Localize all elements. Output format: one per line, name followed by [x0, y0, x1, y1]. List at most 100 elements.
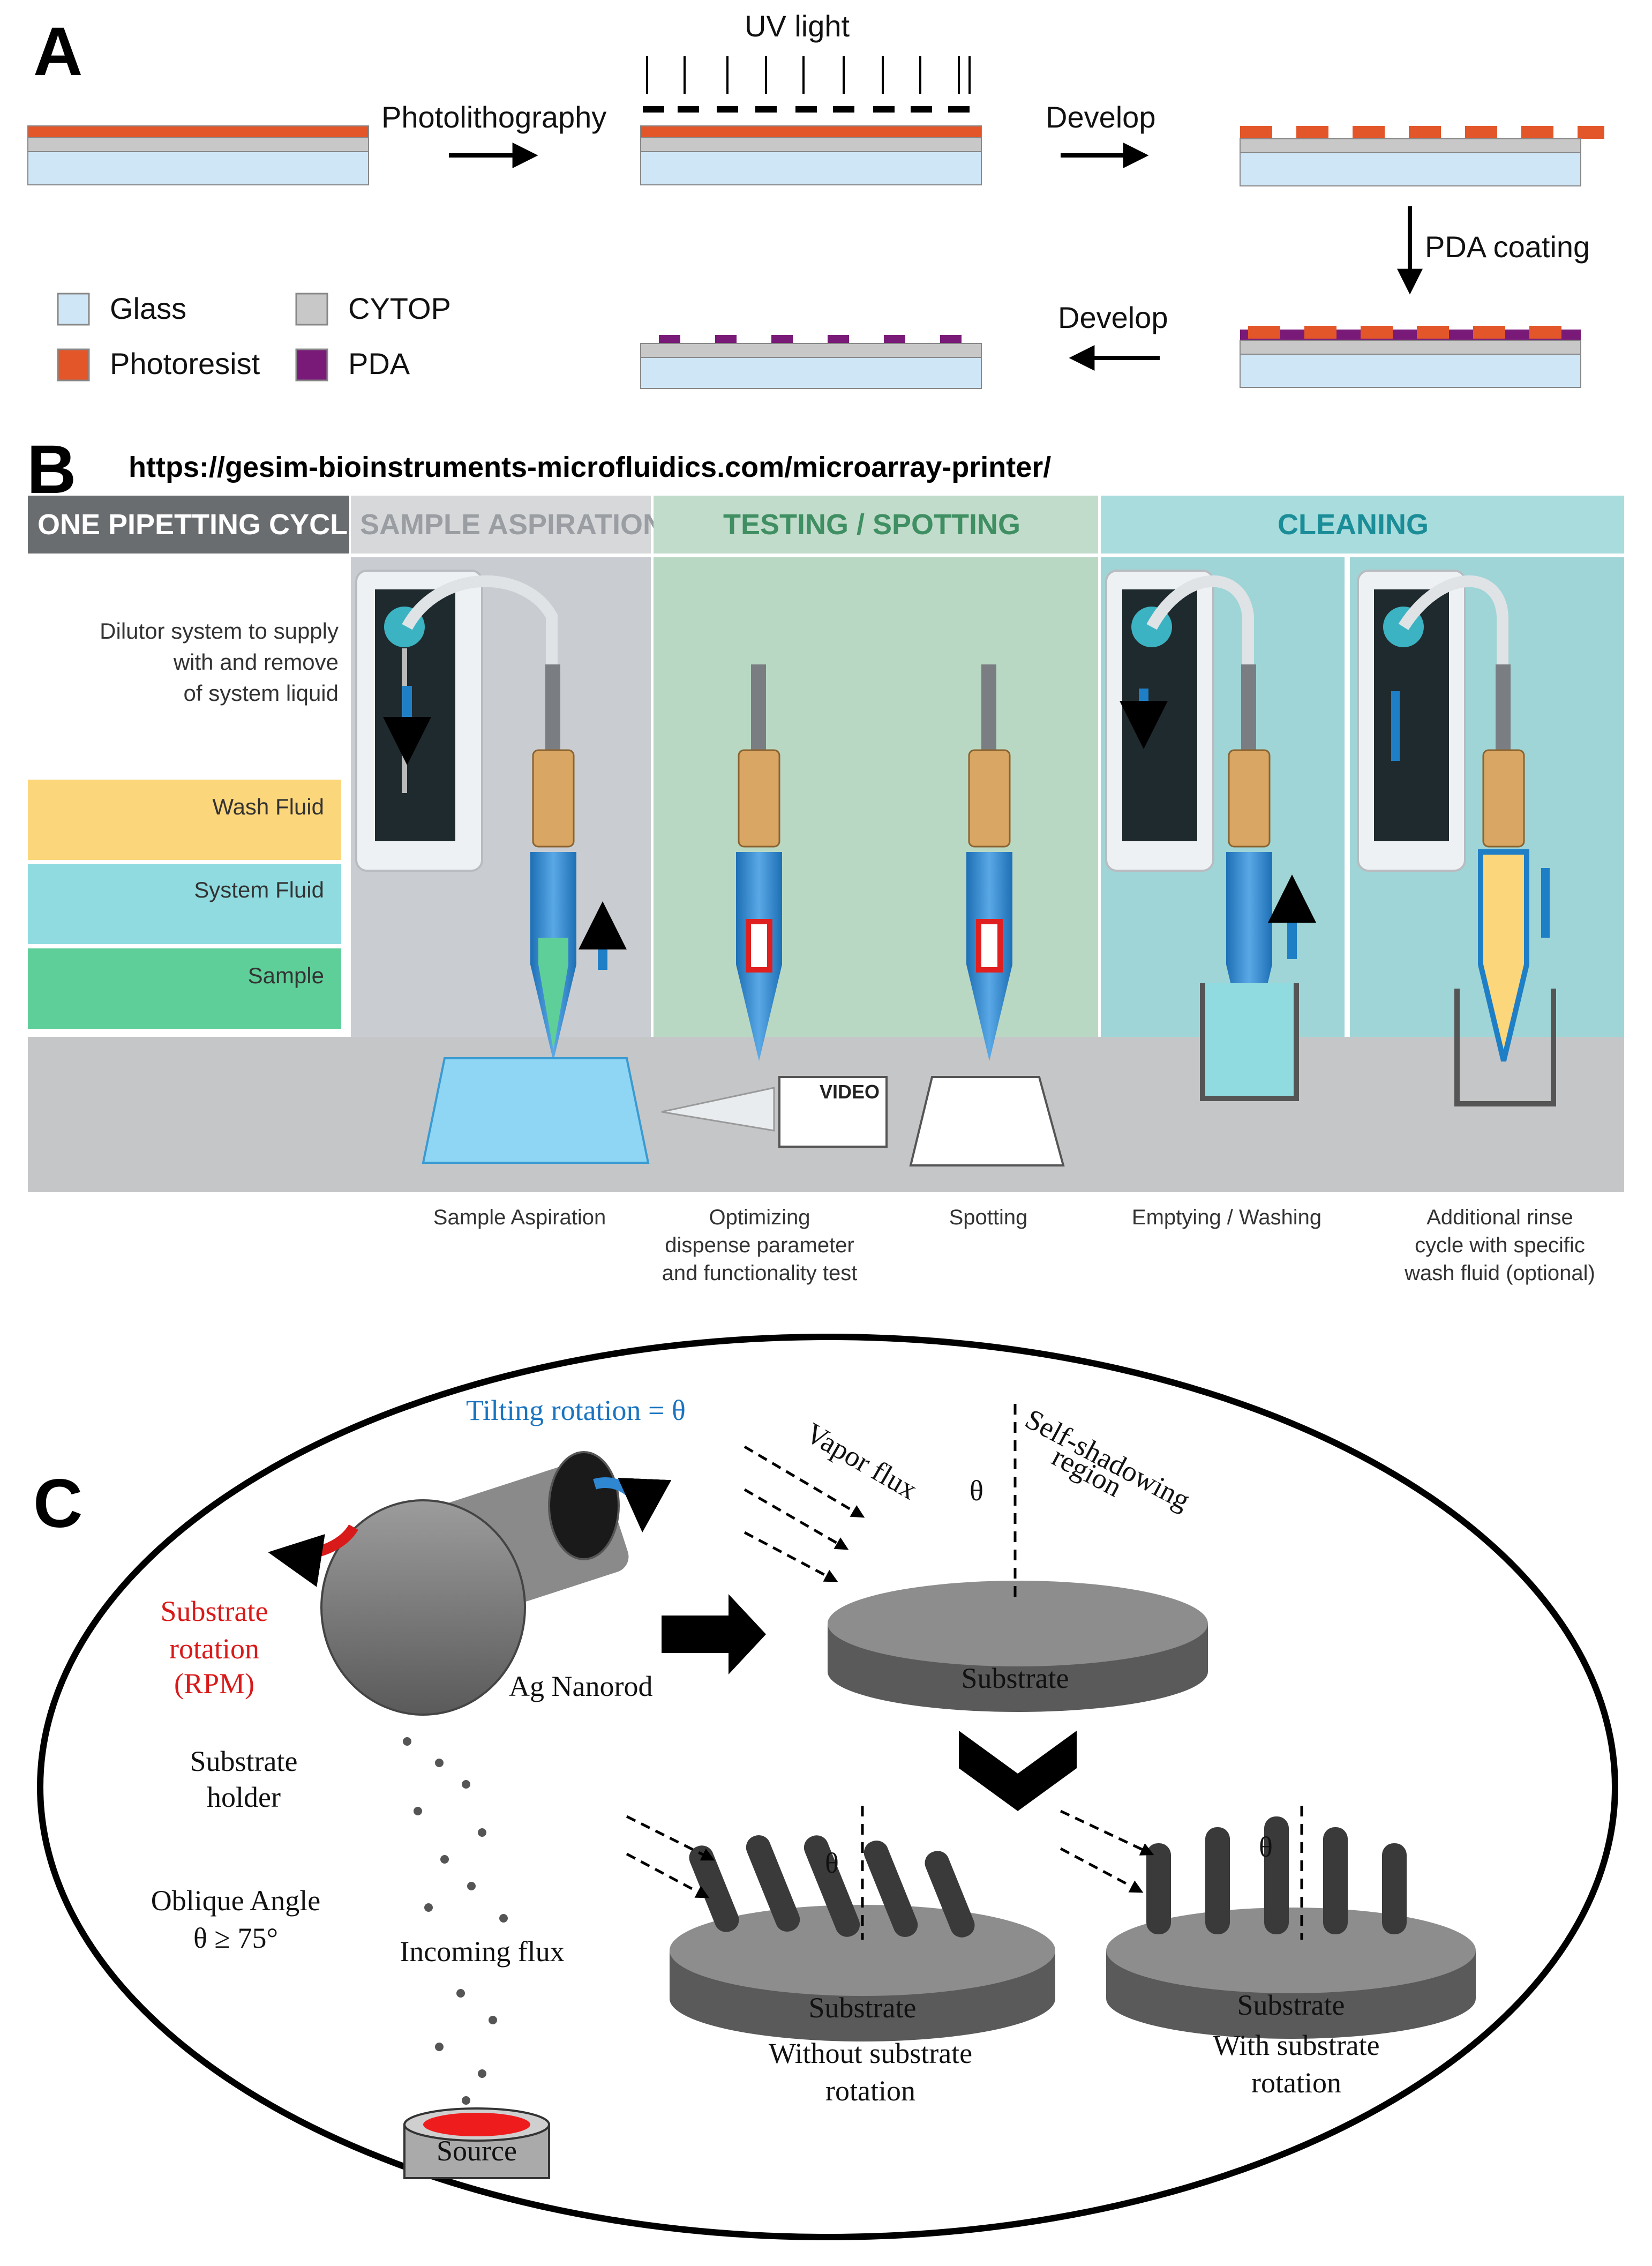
substrate-with-rotation: [1106, 1816, 1476, 2039]
header-cycle: ONE PIPETTING CYCLE: [37, 508, 367, 541]
theta-right: θ: [1259, 1831, 1273, 1863]
oblique-angle-1: Oblique Angle: [151, 1884, 320, 1917]
dilutor-device-3: [1357, 570, 1466, 872]
stack-final: [640, 335, 982, 389]
oblique-angle-2: θ ≥ 75°: [193, 1922, 278, 1954]
with-rotation-1: With substrate: [1213, 2029, 1379, 2061]
legend-swatch-cytop: [295, 293, 328, 326]
dilutor-line-1: Dilutor system to supply: [100, 618, 339, 644]
theta-left: θ: [825, 1847, 839, 1879]
video-label: VIDEO: [820, 1081, 880, 1103]
without-rotation-1: Without substrate: [769, 2037, 972, 2069]
video-camera: [778, 1076, 888, 1148]
develop-label-1: Develop: [1046, 100, 1155, 134]
header-cleaning-bg: [1101, 496, 1624, 554]
substrate-rotation-1: Substrate: [161, 1595, 268, 1627]
captions: Sample Aspiration Optimizing dispense pa…: [433, 1206, 1595, 1285]
substrate-rotation-arrow: [268, 1524, 358, 1587]
legend-pda: PDA: [348, 347, 410, 380]
panel-c: C Tilting rotation = θ Substrate rotatio…: [33, 1334, 1618, 2240]
panel-a-letter: A: [33, 13, 82, 90]
substrate-without-rotation: [670, 1835, 1055, 2041]
panel-c-letter: C: [33, 1465, 82, 1542]
legend-swatch-glass: [57, 293, 90, 326]
tilting-label: Tilting rotation = θ: [466, 1394, 686, 1426]
tubing-1: [402, 575, 558, 664]
panel-a: A Photolithography UV light: [27, 9, 1604, 389]
photolithography-label: Photolithography: [381, 100, 606, 134]
dilutor-line-2: with and remove: [173, 649, 339, 675]
fluid-system-label: System Fluid: [194, 877, 324, 902]
header-aspiration: SAMPLE ASPIRATION: [360, 508, 664, 541]
source-url: https://gesim-bioinstruments-microfluidi…: [129, 451, 1051, 483]
substrate-rotation-2: rotation: [169, 1633, 259, 1665]
caption-rinse-2: cycle with specific: [1415, 1233, 1585, 1257]
caption-testing-3: and functionality test: [662, 1261, 858, 1285]
stack-exposed: [640, 125, 982, 185]
legend-swatch-photoresist: [57, 348, 90, 382]
legend-cytop: CYTOP: [348, 291, 451, 325]
tubing-2: [1146, 575, 1254, 664]
big-arrow-right: [662, 1594, 766, 1674]
caption-emptying: Emptying / Washing: [1132, 1206, 1321, 1229]
caption-spotting: Spotting: [949, 1206, 1028, 1229]
legend-photoresist: Photoresist: [110, 347, 260, 380]
without-rotation-2: rotation: [825, 2075, 915, 2107]
uv-light-label: UV light: [745, 9, 850, 43]
caption-testing-2: dispense parameter: [665, 1233, 854, 1257]
fluid-system-bg: [28, 864, 341, 944]
flux-arrows-right: [1060, 1809, 1154, 1893]
stack-initial: [27, 125, 369, 185]
header-cycle-bg: [28, 496, 349, 554]
spotting-slide: [909, 1076, 1065, 1166]
well-plate: [422, 1057, 650, 1164]
column-testing-bg: [654, 557, 1098, 1037]
ag-nanorod-label: Ag Nanorod: [509, 1670, 652, 1702]
caption-rinse-3: wash fluid (optional): [1404, 1261, 1595, 1285]
top-substrate: [828, 1581, 1208, 1712]
develop-label-2: Develop: [1058, 301, 1168, 334]
panel-b-letter: B: [27, 431, 76, 508]
pipette-testing: [736, 664, 782, 1061]
uv-arrows: [646, 56, 971, 94]
substrate-holder-2: holder: [207, 1781, 281, 1813]
fluid-wash-label: Wash Fluid: [212, 794, 324, 819]
split-arrow: [959, 1731, 1077, 1811]
pda-coating-label: PDA coating: [1425, 230, 1590, 264]
pipette-spotting: [966, 664, 1012, 1061]
substrate-holder-1: Substrate: [190, 1745, 298, 1777]
rinse-station: [1454, 989, 1556, 1106]
vapor-flux-arrows: [744, 1445, 865, 1582]
fluid-sample-bg: [28, 948, 341, 1029]
pipette-rinse: [1478, 664, 1529, 1062]
header-cleaning: CLEANING: [1278, 508, 1429, 541]
wash-station: [1200, 983, 1299, 1101]
stack-coated: [1240, 326, 1581, 388]
header-aspiration-bg: [351, 496, 651, 554]
legend-swatch-pda: [295, 348, 328, 382]
caption-rinse-1: Additional rinse: [1426, 1206, 1573, 1229]
fluid-sample-label: Sample: [248, 963, 324, 988]
source-label: Source: [437, 2135, 517, 2167]
top-substrate-label: Substrate: [962, 1662, 1069, 1694]
theta-top: θ: [970, 1475, 983, 1507]
incoming-flux-label: Incoming flux: [400, 1935, 564, 1968]
tubing-3: [1398, 575, 1508, 664]
substrate-rotation-3: (RPM): [174, 1667, 254, 1700]
caption-aspiration: Sample Aspiration: [433, 1206, 606, 1229]
with-rotation-2: rotation: [1251, 2067, 1341, 2099]
dilutor-line-3: of system liquid: [184, 680, 339, 706]
with-substrate-label: Substrate: [1237, 1989, 1345, 2021]
caption-testing-1: Optimizing: [709, 1206, 810, 1229]
legend-glass: Glass: [110, 291, 186, 325]
header-testing-bg: [654, 496, 1098, 554]
tilt-rotation-arrow: [593, 1477, 672, 1532]
header-testing: TESTING / SPOTTING: [723, 508, 1020, 541]
legend: Glass CYTOP Photoresist PDA: [57, 291, 451, 382]
stack-developed: [1240, 126, 1604, 186]
fluid-wash-bg: [28, 780, 341, 860]
panel-b: B https://gesim-bioinstruments-microflui…: [27, 431, 1624, 1285]
without-substrate-label: Substrate: [809, 1992, 917, 2024]
substrate-holder: [320, 1451, 629, 1716]
